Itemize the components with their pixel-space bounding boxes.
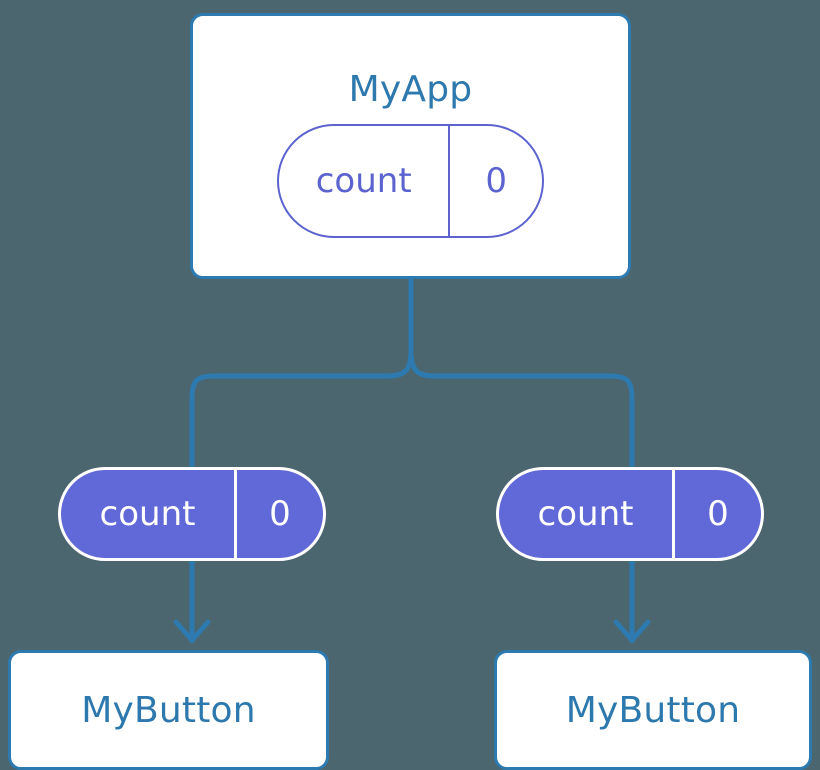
- edge-split-right: [408, 349, 635, 467]
- props-pill-value: 0: [234, 470, 323, 558]
- state-pill-myapp-count[interactable]: count 0: [277, 124, 544, 238]
- props-pill-left-count[interactable]: count 0: [58, 467, 326, 561]
- props-pill-key: count: [99, 494, 196, 534]
- state-pill-key: count: [315, 161, 412, 201]
- arrowhead-right: [613, 619, 651, 643]
- state-pill-value: 0: [448, 126, 542, 236]
- component-title-myapp: MyApp: [348, 69, 473, 110]
- component-card-mybutton-left[interactable]: MyButton: [8, 650, 329, 770]
- arrowhead-left: [173, 619, 211, 643]
- component-card-mybutton-right[interactable]: MyButton: [494, 650, 812, 770]
- props-pill-value: 0: [672, 470, 761, 558]
- component-title-mybutton-left: MyButton: [81, 690, 256, 731]
- edge-split-left: [189, 349, 414, 467]
- props-pill-right-count[interactable]: count 0: [496, 467, 764, 561]
- component-title-mybutton-right: MyButton: [565, 690, 741, 731]
- props-pill-key: count: [537, 494, 634, 534]
